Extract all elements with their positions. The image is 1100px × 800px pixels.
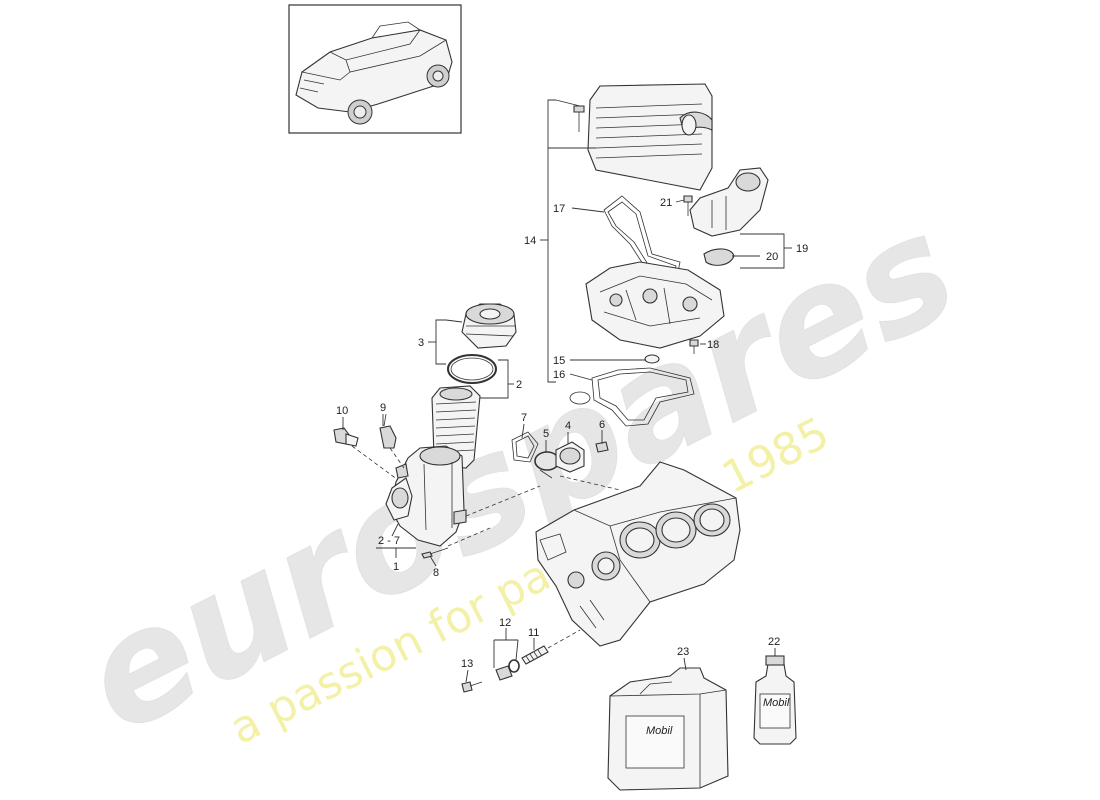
watermark-brand: eurospares: [57, 181, 981, 767]
callout-20: 20: [766, 251, 778, 263]
callout-8: 8: [433, 567, 439, 579]
callout-2-7: 2 - 7: [378, 535, 400, 547]
callout-10: 10: [336, 405, 348, 417]
callout-4: 4: [565, 420, 571, 432]
oil-canister: Mobil: [607, 667, 729, 791]
callout-16: 16: [553, 369, 565, 381]
callout-23: 23: [677, 646, 689, 658]
callout-21: 21: [660, 197, 672, 209]
callout-1: 1: [393, 561, 399, 573]
vehicle-thumbnail: [288, 4, 462, 134]
bottle-brand-label: Mobil: [763, 697, 790, 709]
callout-2: 2: [516, 379, 522, 391]
oil-cooler-assembly: [569, 83, 769, 427]
callout-22: 22: [768, 636, 780, 648]
callout-6: 6: [599, 419, 605, 431]
callout-5: 5: [543, 428, 549, 440]
callout-14: 14: [524, 235, 536, 247]
callout-12: 12: [499, 617, 511, 629]
oil-filter-assembly: [333, 303, 541, 559]
callout-18: 18: [707, 339, 719, 351]
leader-lines: [342, 99, 792, 683]
oil-pressure-parts: [461, 629, 581, 693]
callout-17: 17: [553, 203, 565, 215]
canister-brand-label: Mobil: [646, 725, 673, 737]
callout-labels: 1 2 2 - 7 3 4 5 6 7 8 9 10 11 12 13 14 1…: [336, 197, 808, 670]
car-suv-icon: [295, 21, 453, 125]
callout-3: 3: [418, 337, 424, 349]
engine-block: [535, 461, 741, 647]
callout-15: 15: [553, 355, 565, 367]
callout-11: 11: [528, 627, 539, 639]
oil-bottle: Mobil: [753, 655, 797, 745]
watermark: eurospares a passion for parts since 198…: [57, 181, 982, 768]
callout-7: 7: [521, 412, 527, 424]
callout-13: 13: [461, 658, 473, 670]
callout-19: 19: [796, 243, 808, 255]
callout-9: 9: [380, 402, 386, 414]
thermostat-parts: [511, 431, 621, 491]
